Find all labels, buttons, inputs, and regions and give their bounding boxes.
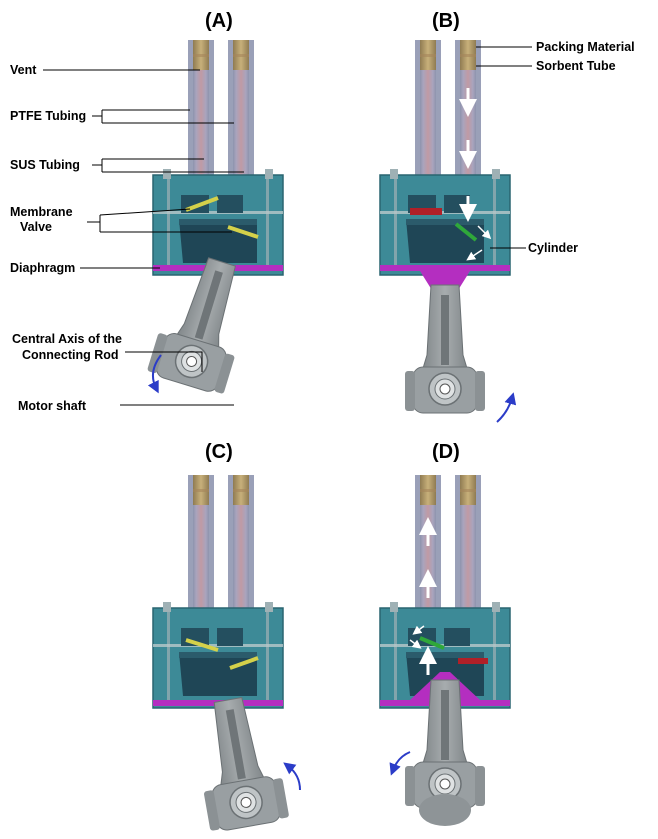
label-sorbent-tube: Sorbent Tube	[536, 59, 616, 73]
label-sus-tubing: SUS Tubing	[10, 158, 80, 172]
label-central-axis-1: Central Axis of the	[12, 332, 122, 346]
panel-c-connecting-rod	[187, 692, 291, 834]
panel-b-diaphragm	[380, 265, 510, 295]
label-membrane-valve-1: Membrane	[10, 205, 73, 219]
panel-title-b: (B)	[432, 10, 460, 32]
panel-a-valve-left	[185, 196, 219, 212]
panel-title-c: (C)	[205, 441, 233, 463]
panel-b	[379, 40, 517, 423]
panel-c-housing	[152, 601, 284, 709]
panel-a-housing	[152, 168, 284, 276]
panel-c-rotation-arrow	[283, 762, 301, 791]
panel-d-connecting-rod	[404, 679, 486, 826]
panel-b-flow-arrow-4	[477, 225, 492, 240]
label-membrane-valve-2: Valve	[20, 220, 52, 234]
panel-d-tubes	[415, 475, 481, 610]
panel-b-tubes	[415, 40, 481, 175]
panel-b-rotation-arrow	[496, 392, 517, 423]
label-central-axis-2: Connecting Rod	[22, 348, 119, 362]
panel-a-tubes	[188, 40, 254, 175]
panel-b-valve-seal	[410, 208, 442, 215]
label-motor-shaft: Motor shaft	[18, 399, 87, 413]
leader-membrane-valve	[87, 208, 232, 233]
label-vent: Vent	[10, 63, 37, 77]
leader-ptfe-tubing	[92, 109, 234, 124]
panel-c-valve-left	[185, 638, 219, 652]
panel-title-a: (A)	[205, 10, 233, 32]
panel-c	[152, 475, 301, 834]
panel-d-rotation-arrow	[389, 751, 411, 776]
panel-b-housing	[379, 168, 511, 276]
label-cylinder: Cylinder	[528, 241, 578, 255]
panel-d-valve-seal	[458, 658, 488, 664]
panel-c-valve-right	[229, 656, 259, 670]
panel-d-valve-open	[419, 636, 445, 650]
panel-a-valve-right	[227, 225, 259, 239]
panel-a-rotation-arrow	[147, 354, 162, 394]
label-ptfe-tubing: PTFE Tubing	[10, 109, 86, 123]
leader-sus-tubing	[92, 158, 244, 173]
panel-title-d: (D)	[432, 441, 460, 463]
label-diaphragm: Diaphragm	[10, 261, 75, 275]
panel-b-flow-arrow-5	[466, 249, 483, 261]
panel-b-valve-open	[454, 222, 478, 242]
panel-b-connecting-rod	[404, 284, 486, 414]
label-packing-material: Packing Material	[536, 40, 635, 54]
leader-central-axis	[125, 351, 203, 372]
panel-d-flow-arrow-5	[409, 639, 422, 649]
panel-d	[379, 475, 511, 826]
panel-c-tubes	[188, 475, 254, 610]
panel-d-flow-arrow-4	[412, 625, 425, 635]
panel-a	[145, 40, 284, 397]
